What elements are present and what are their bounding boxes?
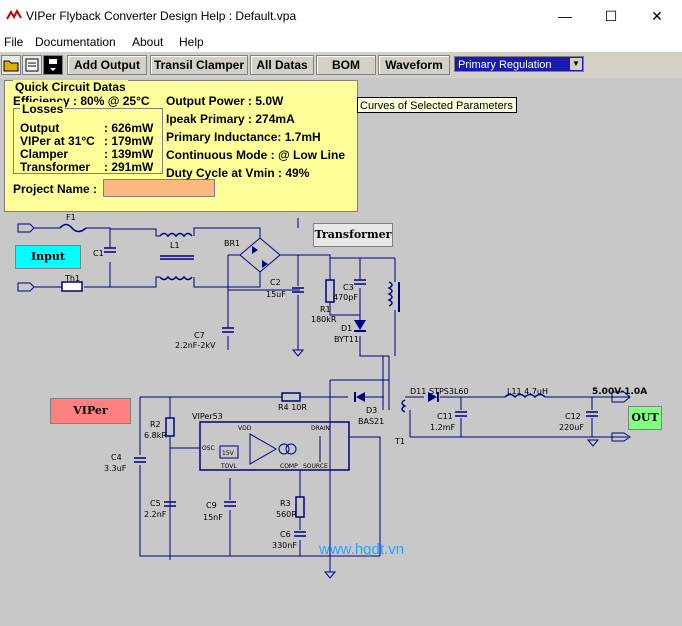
app-logo-icon — [6, 9, 22, 20]
label-r1-value: 180kR — [311, 315, 337, 324]
label-c6: C6 — [280, 530, 291, 539]
add-output-button[interactable]: Add Output — [67, 55, 147, 75]
pin-osc-label: OSC — [202, 445, 215, 452]
label-c11-value: 1.2mF — [430, 423, 456, 432]
label-d3-value: BAS21 — [358, 417, 384, 426]
label-c12: C12 — [565, 412, 581, 421]
pin-vdd-label: VDD — [238, 425, 252, 432]
losses-group: Losses Output : 626mW VIPer at 31°C : 17… — [13, 102, 163, 174]
label-c2: C2 — [270, 278, 281, 287]
label-c6-value: 330nF — [272, 541, 297, 550]
label-c5: C5 — [150, 499, 161, 508]
transil-clamper-button[interactable]: Transil Clamper — [150, 55, 248, 75]
output-power-text: Output Power : 5.0W — [166, 94, 284, 108]
menu-help[interactable]: Help — [179, 35, 204, 49]
print-icon[interactable] — [22, 55, 42, 75]
loss-value: : 626mW — [104, 121, 154, 135]
close-button[interactable]: ✕ — [651, 8, 663, 24]
label-c1: C1 — [93, 249, 104, 258]
label-c7: C7 — [194, 331, 205, 340]
project-name-label: Project Name : — [13, 182, 98, 196]
viper-part-label: VIPer53 — [192, 412, 223, 421]
label-t1: T1 — [394, 437, 405, 446]
label-f1: F1 — [66, 213, 76, 222]
loss-value: : 179mW — [104, 134, 154, 148]
chevron-down-icon[interactable]: ▼ — [570, 58, 582, 70]
tooltip: Curves of Selected Parameters — [357, 97, 517, 113]
menu-file[interactable]: File — [4, 35, 24, 49]
label-c5-value: 2.2nF — [144, 510, 167, 519]
label-c7-value: 2.2nF-2kV — [175, 341, 216, 350]
open-folder-icon[interactable] — [1, 55, 21, 75]
label-c3-value: 470pF — [333, 293, 358, 302]
project-name-input[interactable] — [103, 179, 215, 197]
out-button[interactable]: OUT — [628, 406, 662, 430]
bom-button[interactable]: BOM — [316, 55, 376, 75]
viper-button[interactable]: VIPer — [50, 398, 131, 424]
waveform-button[interactable]: Waveform — [378, 55, 450, 75]
quick-circuit-title: Quick Circuit Datas — [13, 80, 128, 94]
label-d1: D1 — [341, 324, 352, 333]
minimize-button[interactable]: — — [558, 8, 572, 24]
menu-documentation[interactable]: Documentation — [35, 35, 116, 49]
label-d11: D11 — [410, 387, 426, 396]
regulation-select[interactable]: Primary Regulation ▼ — [454, 56, 584, 72]
menu-about[interactable]: About — [132, 35, 164, 49]
label-c2-value: 15uF — [266, 290, 286, 299]
label-c9: C9 — [206, 501, 217, 510]
loss-value: : 291mW — [104, 160, 154, 174]
label-l1: L1 — [170, 241, 180, 250]
primary-inductance-text: Primary Inductance: 1.7mH — [166, 130, 321, 144]
menu-bar: File Documentation About Help — [0, 32, 682, 52]
label-th1: Th1 — [64, 274, 80, 283]
pin-drain-label: DRAIN — [311, 425, 330, 432]
label-c9-value: 15nF — [203, 513, 223, 522]
label-c3: C3 — [343, 283, 354, 292]
losses-title: Losses — [20, 102, 66, 116]
pin-comp-label: COMP — [280, 463, 298, 470]
pin-tovl-label: TOVL — [220, 463, 237, 470]
save-icon[interactable] — [43, 55, 63, 75]
label-c12-value: 220uF — [559, 423, 584, 432]
label-br1: BR1 — [224, 239, 240, 248]
maximize-button[interactable]: ☐ — [604, 8, 618, 24]
label-d11-value: STPS3L60 — [429, 387, 469, 396]
ipeak-primary-text: Ipeak Primary : 274mA — [166, 112, 295, 126]
label-r2-value: 6.8kR — [144, 431, 167, 440]
input-button[interactable]: Input — [15, 245, 81, 269]
all-datas-button[interactable]: All Datas — [250, 55, 314, 75]
label-c11: C11 — [437, 412, 453, 421]
window-title: VIPer Flyback Converter Design Help : De… — [26, 9, 297, 23]
continuous-mode-text: Continuous Mode : @ Low Line — [166, 148, 346, 162]
zener-label: 15V — [222, 450, 235, 457]
quick-circuit-datas-panel: Quick Circuit Datas Efficiency : 80% @ 2… — [4, 80, 358, 212]
loss-name: Transformer — [20, 160, 91, 174]
loss-name: Output — [20, 121, 60, 135]
watermark: www.hqdt.vn — [319, 541, 405, 558]
loss-name: Clamper — [20, 147, 69, 161]
label-d3: D3 — [366, 406, 377, 415]
label-r3-value: 560R — [276, 510, 297, 519]
label-c4-value: 3.3uF — [104, 464, 127, 473]
label-r2: R2 — [150, 420, 161, 429]
label-r1: R1 — [320, 305, 331, 314]
label-r3: R3 — [280, 499, 291, 508]
label-r4: R4 10R — [278, 403, 307, 412]
loss-name: VIPer at 31°C — [20, 134, 95, 148]
title-bar: VIPer Flyback Converter Design Help : De… — [0, 0, 682, 32]
pin-source-label: SOURCE — [303, 463, 328, 470]
output-spec-label: 5.00V-1.0A — [592, 387, 647, 397]
label-c4: C4 — [111, 453, 122, 462]
regulation-select-value: Primary Regulation — [458, 59, 552, 71]
duty-cycle-text: Duty Cycle at Vmin : 49% — [166, 166, 310, 180]
label-l11: L11 4.7uH — [507, 387, 548, 396]
loss-value: : 139mW — [104, 147, 154, 161]
label-d1-value: BYT11 — [334, 335, 359, 344]
transformer-button[interactable]: Transformer — [313, 223, 393, 247]
